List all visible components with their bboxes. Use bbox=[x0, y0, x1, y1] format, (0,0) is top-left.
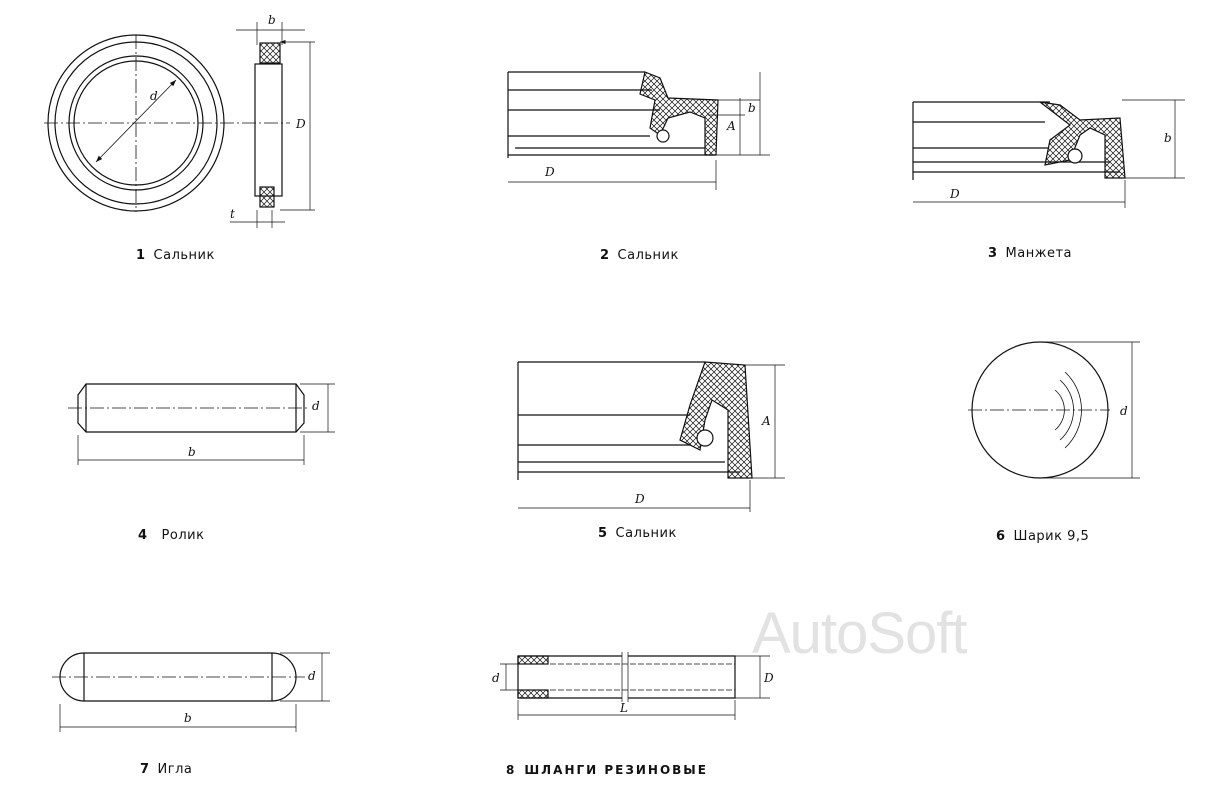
watermark: AutoSoft bbox=[752, 601, 967, 666]
figure-1-oil-seal-drawing: b d D t bbox=[44, 13, 315, 228]
figure-number: 1 bbox=[136, 248, 146, 263]
figure-3-caption: 3 Манжета bbox=[988, 246, 1072, 261]
dim-L-label: L bbox=[619, 701, 628, 715]
figure-title: Игла bbox=[157, 762, 193, 777]
dim-b-label: b bbox=[1164, 131, 1172, 145]
figure-3-cuff-drawing: D b bbox=[912, 99, 1185, 208]
figure-1-caption: 1 Сальник bbox=[136, 248, 215, 263]
figure-number: 3 bbox=[988, 246, 998, 261]
dim-b-label: b bbox=[188, 445, 196, 459]
figure-2-oil-seal-drawing: D A b bbox=[507, 71, 770, 190]
dim-d-label: d bbox=[312, 399, 320, 413]
dim-D-label: D bbox=[949, 187, 960, 201]
dim-b-label: b bbox=[268, 13, 276, 27]
dim-D-label: D bbox=[763, 671, 774, 685]
dim-d-label: d bbox=[308, 669, 316, 683]
dim-D-label: D bbox=[295, 117, 306, 131]
figure-4-roller-drawing: d b bbox=[68, 383, 335, 465]
figure-number: 5 bbox=[598, 526, 608, 541]
figure-title: Сальник bbox=[615, 526, 677, 541]
figure-6-ball-drawing: d bbox=[968, 341, 1140, 479]
figure-8-caption: 8 ШЛАНГИ РЕЗИНОВЫЕ bbox=[506, 763, 708, 777]
figure-number: 4 bbox=[138, 528, 148, 543]
figure-title: Манжета bbox=[1005, 246, 1072, 261]
figure-2-caption: 2 Сальник bbox=[600, 248, 679, 263]
figure-number: 6 bbox=[996, 529, 1006, 544]
figure-5-caption: 5 Сальник bbox=[598, 526, 677, 541]
figure-title: Ролик bbox=[161, 528, 205, 543]
figure-8-hose-drawing: d D L bbox=[492, 652, 774, 720]
dim-A-label: A bbox=[726, 119, 736, 133]
dim-b-label: b bbox=[184, 711, 192, 725]
dim-D-label: D bbox=[634, 492, 645, 506]
figure-title: ШЛАНГИ РЕЗИНОВЫЕ bbox=[524, 763, 708, 777]
dim-D-label: D bbox=[544, 165, 555, 179]
figure-4-caption: 4 Ролик bbox=[138, 528, 204, 543]
figure-7-caption: 7 Игла bbox=[140, 762, 192, 777]
dim-d-label: d bbox=[1120, 404, 1128, 418]
figure-7-needle-drawing: d b bbox=[52, 652, 330, 732]
figure-number: 2 bbox=[600, 248, 610, 263]
figure-5-oil-seal-drawing: D A bbox=[517, 361, 785, 512]
dim-b-label: b bbox=[748, 101, 756, 115]
figure-title: Сальник bbox=[617, 248, 679, 263]
dim-t-label: t bbox=[230, 207, 235, 221]
dim-A-label: A bbox=[761, 414, 771, 428]
dim-d-label: d bbox=[150, 89, 158, 103]
figure-number: 8 bbox=[506, 763, 517, 777]
figure-number: 7 bbox=[140, 762, 150, 777]
figure-title: Шарик 9,5 bbox=[1013, 529, 1090, 544]
dim-d-label: d bbox=[492, 671, 500, 685]
figure-title: Сальник bbox=[153, 248, 215, 263]
figure-6-caption: 6 Шарик 9,5 bbox=[996, 529, 1089, 544]
